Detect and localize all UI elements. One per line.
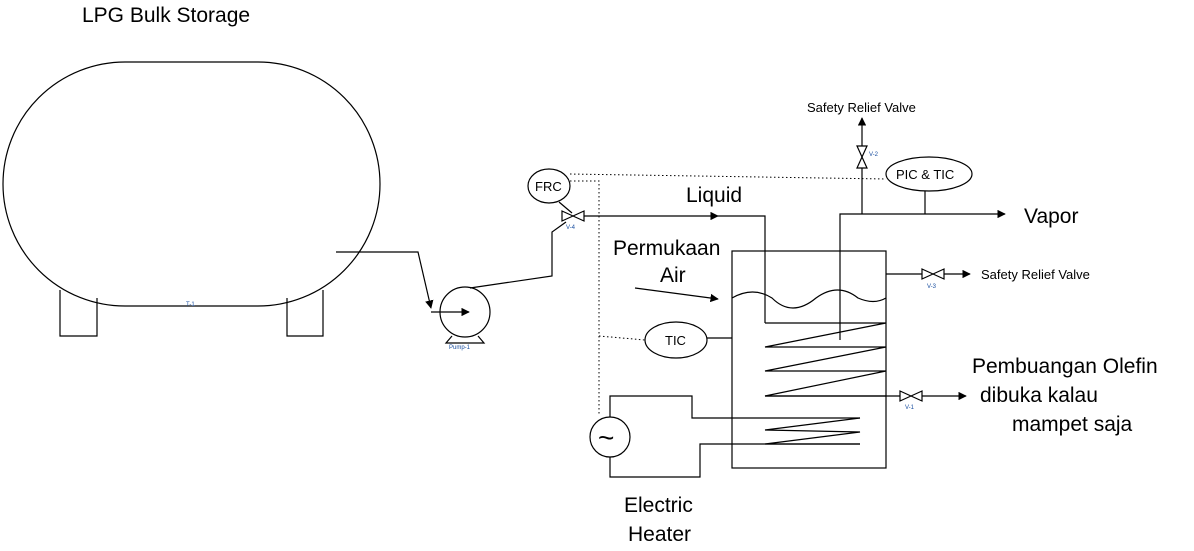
permukaan-label-line1: Permukaan <box>613 237 720 260</box>
signal-line-main-vertical <box>570 180 600 415</box>
pump-tag: Pump-1 <box>449 345 471 351</box>
heater-element <box>764 417 861 445</box>
water-surface <box>731 289 887 309</box>
heater-symbol: ~ <box>598 422 614 453</box>
signal-line-to-tic <box>598 335 646 341</box>
pic-tic-label: PIC & TIC <box>896 167 954 182</box>
liquid-line-to-coil <box>718 215 766 323</box>
storage-tank <box>2 61 381 307</box>
safety-relief-right-label: Safety Relief Valve <box>981 267 1090 282</box>
storage-title: LPG Bulk Storage <box>82 4 250 27</box>
pembuangan-line1: Pembuangan Olefin <box>972 355 1158 378</box>
electric-heater-line2: Heater <box>628 523 691 546</box>
valve-v3-icon[interactable] <box>921 268 945 280</box>
tank-leg-left <box>59 290 98 337</box>
heating-coil <box>764 322 887 397</box>
vapor-riser <box>839 213 862 340</box>
tic-label: TIC <box>665 333 686 348</box>
pic-tic-instrument <box>885 156 973 192</box>
heater-wire-upper <box>609 395 860 419</box>
valve-v2-icon[interactable] <box>856 145 868 169</box>
tank-leg-right <box>286 290 324 337</box>
vapor-label: Vapor <box>1024 205 1078 228</box>
valve-v3-tag: V-3 <box>927 284 937 290</box>
permukaan-pointer-arrow <box>634 287 719 303</box>
tank-outlet-line <box>336 251 434 309</box>
frc-to-valve-line <box>558 201 573 214</box>
valve-v4-tag: V-4 <box>566 225 576 231</box>
valve-v1-icon[interactable] <box>899 390 923 402</box>
pembuangan-line3: mampet saja <box>1012 413 1133 436</box>
pembuangan-line2: dibuka kalau <box>980 384 1098 407</box>
pump-base <box>444 335 486 344</box>
valve-v2-tag: V-2 <box>869 152 879 158</box>
pump-discharge-line <box>469 221 567 289</box>
heater-wire-lower <box>609 443 860 478</box>
frc-label: FRC <box>535 179 562 194</box>
permukaan-label-line2: Air <box>660 264 686 287</box>
valve-v4-icon[interactable] <box>561 210 585 222</box>
valve-v1-tag: V-1 <box>905 405 915 411</box>
frc-instrument <box>527 168 571 204</box>
liquid-label: Liquid <box>686 184 742 207</box>
tank-tag: T-1 <box>186 302 195 308</box>
tic-instrument <box>644 321 708 359</box>
electric-heater-line1: Electric <box>624 494 693 517</box>
safety-relief-top-label: Safety Relief Valve <box>807 100 916 115</box>
signal-line-frc-to-pic <box>569 173 887 180</box>
vaporizer-vessel <box>731 250 887 469</box>
